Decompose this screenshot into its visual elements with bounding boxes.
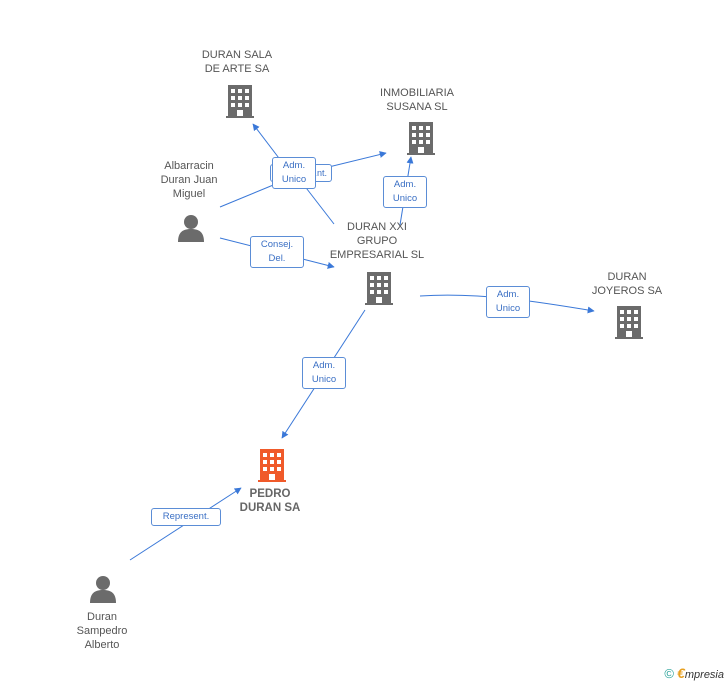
person-icon[interactable] <box>90 576 116 603</box>
node-label-duran-sampedro[interactable]: Duran Sampedro Alberto <box>76 611 128 651</box>
edge-label-e1: Adm. Unico <box>272 157 316 189</box>
node-label-pedro-duran[interactable]: PEDRO DURAN SA <box>239 488 301 514</box>
footer-brand: © €mpresia <box>664 665 724 681</box>
node-label-inmobiliaria[interactable]: INMOBILIARIA SUSANA SL <box>380 87 454 113</box>
copyright-icon: © <box>664 666 675 681</box>
edge-label-e3: Adm. Unico <box>383 176 427 208</box>
node-label-albarracin[interactable]: Albarracin Duran Juan Miguel <box>160 160 218 200</box>
edge-label-e6: Represent. <box>151 508 221 526</box>
edge-label-e4: Adm. Unico <box>486 286 530 318</box>
node-label-duran-joyeros[interactable]: DURAN JOYEROS SA <box>591 271 663 297</box>
edge-label-e5: Adm. Unico <box>302 357 346 389</box>
brand-logo: €mpresia <box>677 665 724 681</box>
building-icon[interactable] <box>365 272 393 305</box>
building-icon[interactable] <box>258 449 286 482</box>
building-icon[interactable] <box>226 85 254 118</box>
node-label-duran-sala[interactable]: DURAN SALA DE ARTE SA <box>201 49 273 75</box>
node-label-duran-xxi[interactable]: DURAN XXI GRUPO EMPRESARIAL SL <box>329 221 425 261</box>
building-icon[interactable] <box>615 306 643 339</box>
person-icon[interactable] <box>178 215 204 242</box>
edge-label-e2: Consej. Del. <box>250 236 304 268</box>
building-icon[interactable] <box>407 122 435 155</box>
